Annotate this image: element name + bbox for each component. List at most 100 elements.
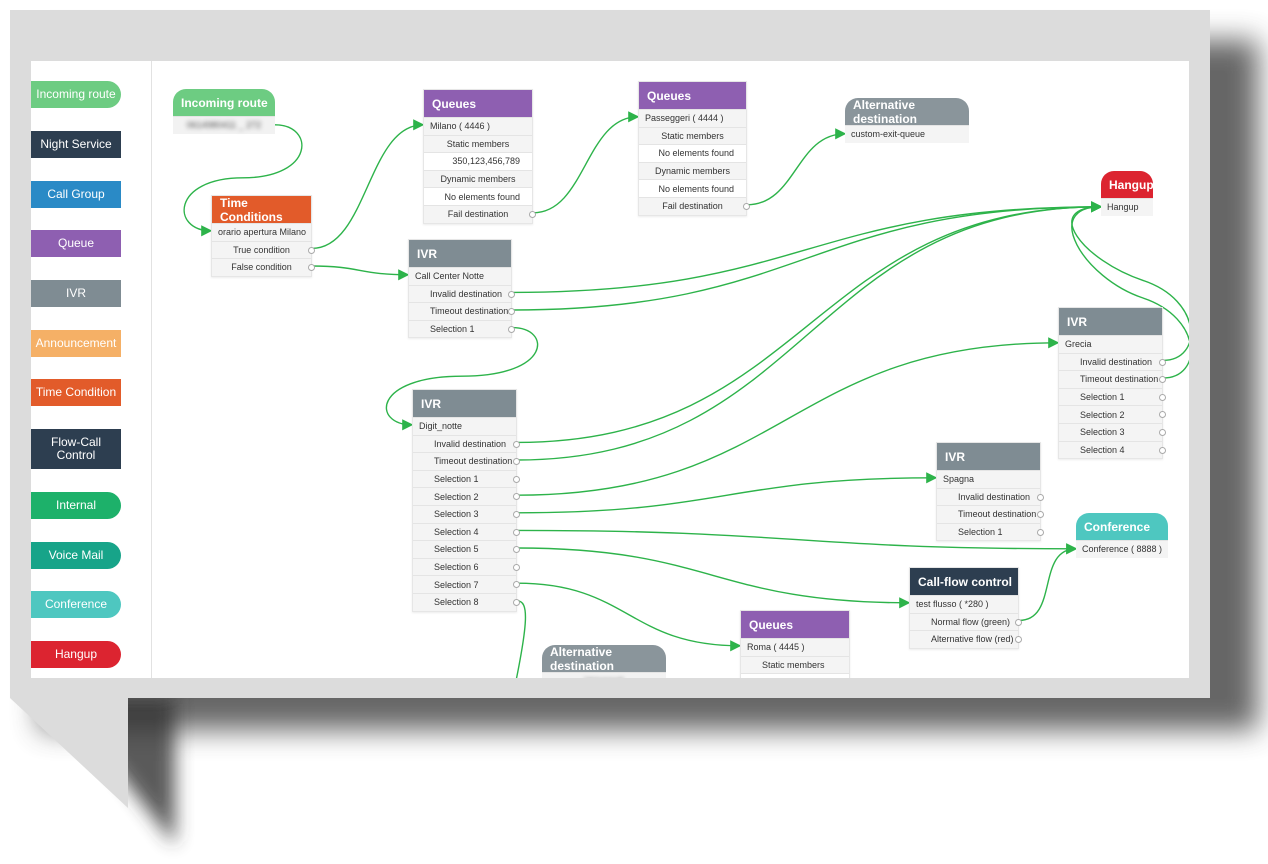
node-row[interactable]: Spagna (937, 470, 1040, 488)
node-row[interactable]: Digit_notte (413, 417, 516, 435)
node-row[interactable]: Static members (639, 126, 746, 145)
node-row[interactable]: Selection 8 (413, 592, 520, 611)
node-row[interactable]: Selection 1 (409, 319, 515, 338)
connection-wire[interactable] (516, 201, 1103, 444)
output-port[interactable] (1037, 528, 1044, 536)
output-port[interactable] (1037, 493, 1044, 501)
output-port[interactable] (513, 440, 520, 448)
node-row[interactable]: Selection 4 (1059, 440, 1166, 459)
node-row[interactable]: Selection 3 (413, 504, 520, 523)
node-row[interactable]: Alternative flow (red) (910, 630, 1022, 648)
node-row[interactable]: Roma ( 4445 ) (741, 638, 849, 656)
output-port[interactable] (308, 246, 315, 254)
connection-wire[interactable] (512, 600, 527, 678)
palette-item-flow-call-control[interactable]: Flow-Call Control (31, 429, 121, 469)
palette-item-announcement[interactable]: Announcement (31, 330, 121, 357)
node-row[interactable]: test flusso ( *280 ) (910, 595, 1018, 613)
node-row[interactable]: No elements found (424, 187, 532, 205)
node-row[interactable]: Timeout destination (1059, 370, 1166, 388)
node-row[interactable]: Grecia (1059, 335, 1162, 353)
output-port[interactable] (508, 325, 515, 333)
output-port[interactable] (513, 546, 520, 554)
output-port[interactable] (508, 308, 515, 316)
palette-item-call-group[interactable]: Call Group (31, 181, 121, 208)
node-row[interactable]: Voicemail (542, 672, 666, 678)
output-port[interactable] (743, 202, 750, 210)
node-row[interactable]: Invalid destination (413, 434, 520, 453)
node-row[interactable]: Selection 4 (413, 522, 520, 541)
connection-wire[interactable] (746, 128, 847, 206)
node-row[interactable]: No elements found (639, 144, 746, 162)
output-port[interactable] (1159, 446, 1166, 454)
connection-wire[interactable] (1018, 543, 1078, 622)
output-port[interactable] (513, 458, 520, 466)
node-row[interactable]: Passeggeri ( 4444 ) (639, 109, 746, 127)
node-row[interactable]: Static members (741, 655, 849, 674)
palette-item-incoming-route[interactable]: Incoming route (31, 81, 121, 108)
output-port[interactable] (1159, 358, 1166, 366)
node-row[interactable]: True condition (212, 240, 315, 259)
palette-item-ivr[interactable]: IVR (31, 280, 121, 307)
palette-item-conference[interactable]: Conference (31, 591, 121, 618)
palette-item-night-service[interactable]: Night Service (31, 131, 121, 158)
node-row[interactable]: Milano ( 4446 ) (424, 117, 532, 135)
connection-wire[interactable] (511, 201, 1103, 294)
node-row[interactable]: Invalid destination (1059, 352, 1166, 371)
node-row[interactable]: Selection 1 (1059, 387, 1166, 406)
output-port[interactable] (1015, 636, 1022, 644)
node-alt-bottom[interactable]: Alternative destinationVoicemail (542, 645, 666, 678)
connection-wire[interactable] (183, 124, 303, 237)
palette-item-hangup[interactable]: Hangup (31, 641, 121, 668)
node-row[interactable]: Invalid destination (937, 487, 1044, 506)
node-row[interactable]: Fail destination (639, 196, 750, 215)
palette-item-internal[interactable]: Internal (31, 492, 121, 519)
node-row[interactable]: Selection 1 (937, 522, 1044, 541)
output-port[interactable] (1159, 393, 1166, 401)
node-row[interactable]: 0614980411 _ 272 (173, 116, 275, 134)
connection-wire[interactable] (385, 326, 539, 431)
connection-wire[interactable] (511, 201, 1103, 311)
node-row[interactable]: Selection 2 (413, 487, 520, 505)
connection-wire[interactable] (516, 472, 938, 514)
node-row[interactable]: Selection 1 (413, 469, 520, 488)
palette-item-voice-mail[interactable]: Voice Mail (31, 542, 121, 569)
connection-wire[interactable] (516, 582, 742, 652)
output-port[interactable] (513, 510, 520, 518)
node-row[interactable]: Selection 5 (413, 540, 520, 558)
node-row[interactable]: custom-exit-queue (845, 125, 969, 143)
node-row[interactable]: Static members (424, 134, 532, 153)
output-port[interactable] (1037, 511, 1044, 519)
connection-wire[interactable] (516, 337, 1060, 496)
output-port[interactable] (513, 563, 520, 571)
node-row[interactable]: Selection 6 (413, 557, 520, 576)
node-row[interactable]: Timeout destination (409, 302, 515, 320)
node-row[interactable]: Selection 7 (413, 575, 520, 593)
node-row[interactable]: Call Center Notte (409, 267, 511, 285)
output-port[interactable] (513, 528, 520, 536)
output-port[interactable] (513, 475, 520, 483)
output-port[interactable] (1159, 376, 1166, 384)
node-row[interactable]: 350,123,456,789 (424, 152, 532, 170)
connection-wire[interactable] (516, 547, 911, 609)
node-row[interactable]: Selection 2 (1059, 405, 1166, 423)
node-row[interactable]: Timeout destination (937, 505, 1044, 523)
node-row[interactable]: No elements found (741, 673, 849, 678)
output-port[interactable] (1159, 428, 1166, 436)
node-row[interactable]: Dynamic members (424, 169, 532, 188)
output-port[interactable] (1159, 411, 1166, 419)
connection-wire[interactable] (516, 529, 1078, 555)
connection-wire[interactable] (1071, 201, 1189, 362)
node-row[interactable]: Selection 3 (1059, 422, 1166, 441)
connection-wire[interactable] (1071, 201, 1189, 379)
node-row[interactable]: False condition (212, 258, 315, 276)
